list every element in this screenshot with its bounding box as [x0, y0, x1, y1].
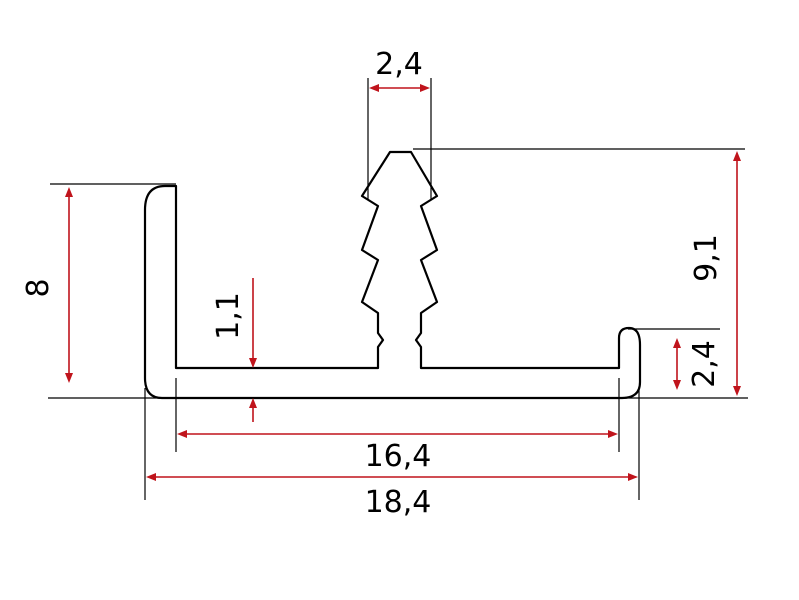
extension-lines — [48, 78, 748, 500]
dimension-left-height: 8 — [21, 187, 73, 383]
dimension-stem-width: 2,4 — [369, 47, 430, 92]
label-base-thickness: 1,1 — [211, 292, 246, 340]
label-total-height: 9,1 — [689, 234, 724, 282]
profile-outline — [143, 150, 642, 400]
dimension-base-thickness: 1,1 — [211, 278, 257, 422]
dimension-outer-width: 18,4 — [146, 473, 638, 520]
dimension-inner-width: 16,4 — [177, 430, 618, 474]
label-inner-width: 16,4 — [365, 439, 432, 474]
label-outer-width: 18,4 — [365, 485, 432, 520]
dimension-total-height: 9,1 — [689, 151, 741, 396]
label-left-height: 8 — [21, 278, 56, 297]
label-lip-height: 2,4 — [687, 340, 722, 388]
dimension-lip-height: 2,4 — [673, 338, 722, 390]
label-stem-width: 2,4 — [375, 47, 423, 82]
